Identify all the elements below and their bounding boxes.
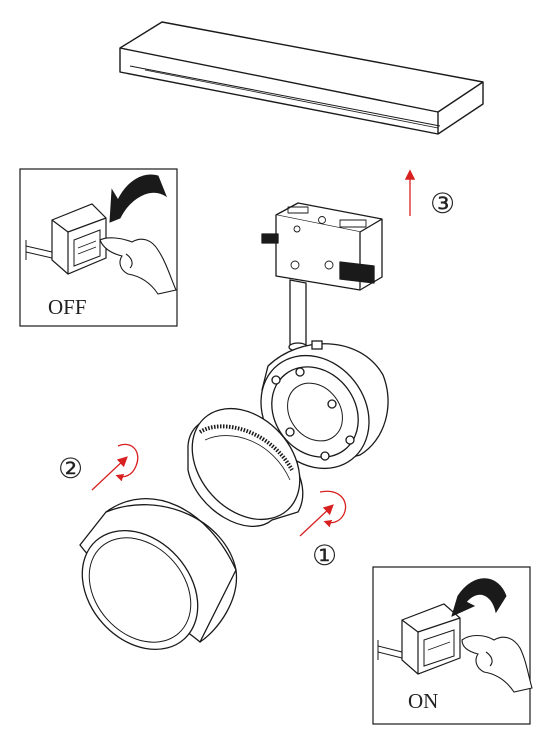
led-module	[187, 407, 304, 527]
track-rail	[119, 21, 484, 135]
finger-pointing-icon	[461, 634, 533, 693]
lamp-housing	[260, 340, 389, 470]
step-1-label: ①	[312, 541, 337, 572]
red-arrows	[91, 169, 416, 537]
switch-box-icon	[25, 203, 107, 275]
switch-box-icon	[377, 603, 461, 675]
inset-on-label: ON	[408, 689, 438, 713]
arrow-step-2-rotate	[115, 443, 139, 482]
step-labels: ③ ② ①	[58, 189, 455, 572]
arrow-step-2	[91, 456, 128, 491]
lamp-ring	[79, 498, 238, 651]
curved-arrow-icon	[109, 174, 168, 223]
arrow-step-1-rotate	[319, 490, 347, 528]
inset-on: ON	[372, 566, 533, 725]
adapter-stem	[288, 279, 308, 352]
step-2-label: ②	[58, 454, 83, 485]
step-3-label: ③	[430, 189, 455, 220]
finger-pointing-icon	[99, 237, 177, 295]
curved-arrow-icon	[451, 578, 507, 617]
inset-off-label: OFF	[48, 295, 87, 319]
track-adapter	[261, 202, 383, 291]
arrow-step-1	[299, 504, 334, 537]
inset-off: OFF	[19, 168, 178, 327]
